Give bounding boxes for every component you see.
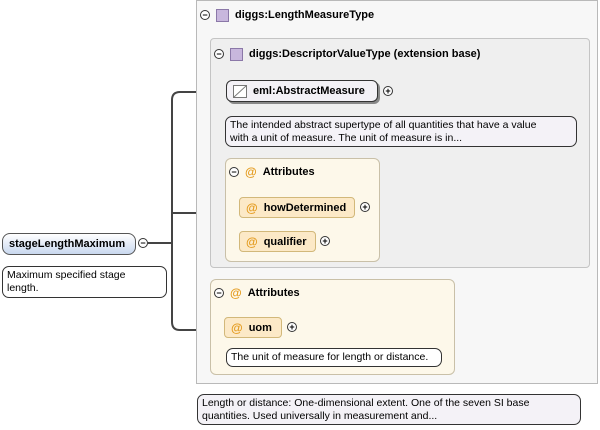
type-documentation: Length or distance: One-dimensional exte… <box>197 394 581 425</box>
collapse-base-icon[interactable]: − <box>214 49 224 59</box>
attribute-group-icon: @ <box>245 165 257 179</box>
attribute-group-icon: @ <box>230 286 242 300</box>
uom-documentation: The unit of measure for length or distan… <box>226 348 442 367</box>
extension-base-header: − diggs:DescriptorValueType (extension b… <box>214 47 480 61</box>
connector-spine-lower <box>171 100 222 331</box>
abstract-element-documentation: The intended abstract supertype of all q… <box>225 116 577 147</box>
attribute-name: qualifier <box>263 235 307 248</box>
collapse-type-icon[interactable]: − <box>200 10 210 20</box>
abstract-element-icon <box>233 84 247 98</box>
collapse-outer-attributes-icon[interactable]: − <box>214 288 224 298</box>
attribute-icon: @ <box>246 234 258 249</box>
expand-abstract-icon[interactable]: + <box>383 86 393 96</box>
attribute-icon: @ <box>246 200 258 215</box>
connector-spine <box>171 91 226 101</box>
complex-type-icon <box>216 8 229 22</box>
type-name: diggs:LengthMeasureType <box>235 9 375 21</box>
root-element-documentation: Maximum specified stage length. <box>2 266 167 298</box>
type-header: − diggs:LengthMeasureType <box>200 8 374 22</box>
outer-attributes-title: Attributes <box>247 287 300 299</box>
attribute-icon: @ <box>231 320 243 335</box>
base-type-icon <box>230 47 243 61</box>
attribute-name: howDetermined <box>263 201 347 214</box>
root-element-name: stageLengthMaximum <box>9 238 126 250</box>
expand-uom-icon[interactable]: + <box>287 322 297 332</box>
attribute-name: uom <box>248 321 272 334</box>
inner-attributes-title: Attributes <box>262 166 315 178</box>
inner-attributes-header: − @ Attributes <box>229 165 315 179</box>
abstract-element-name: eml:AbstractMeasure <box>253 85 365 97</box>
collapse-inner-attributes-icon[interactable]: − <box>229 167 239 177</box>
expand-howdetermined-icon[interactable]: + <box>360 202 370 212</box>
collapse-root-icon[interactable]: − <box>138 238 148 248</box>
root-element-node[interactable]: stageLengthMaximum <box>2 233 136 255</box>
attribute-node-howdetermined[interactable]: @ howDetermined <box>239 197 355 218</box>
outer-attributes-header: − @ Attributes <box>214 286 300 300</box>
expand-qualifier-icon[interactable]: + <box>320 236 330 246</box>
base-type-name: diggs:DescriptorValueType (extension bas… <box>249 48 481 60</box>
attribute-node-uom[interactable]: @ uom <box>224 317 282 338</box>
abstract-element-node[interactable]: eml:AbstractMeasure <box>226 80 378 102</box>
attribute-node-qualifier[interactable]: @ qualifier <box>239 231 316 252</box>
